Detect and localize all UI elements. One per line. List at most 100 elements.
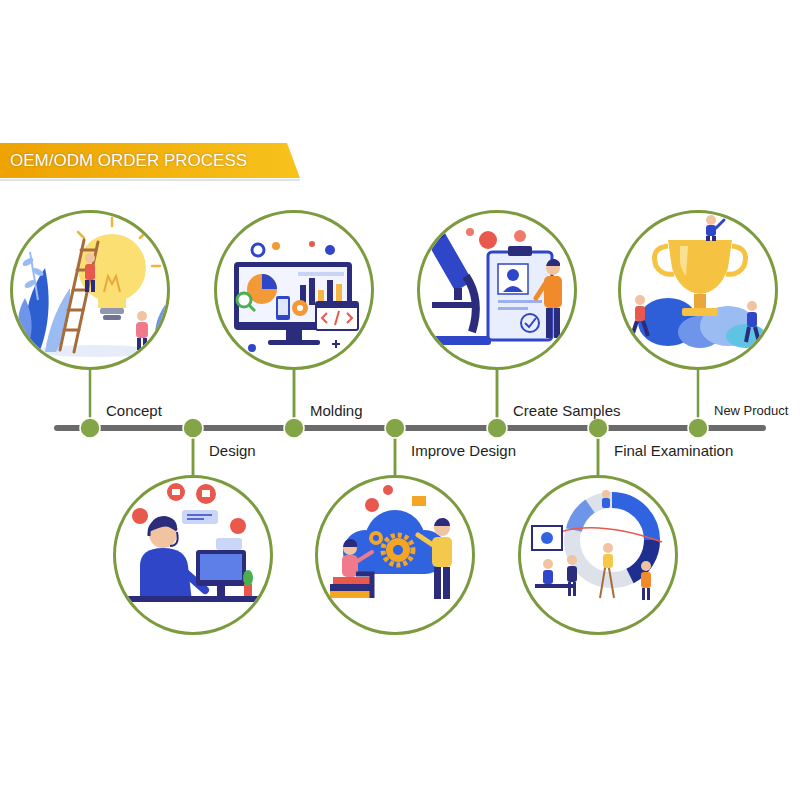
trophy-illustration: [682, 308, 718, 316]
computer-illustration: [309, 241, 315, 247]
timeline-stem: [294, 370, 395, 475]
computer-illustration: [297, 305, 303, 311]
computer-illustration: [332, 340, 340, 348]
sample-illustration: [554, 308, 560, 338]
designer-illustration: [216, 538, 242, 550]
step-circle: Create Samples: [417, 210, 577, 370]
improvement-illustration: [342, 555, 358, 577]
step-label: New Product: [714, 403, 788, 419]
timeline-dot: [385, 418, 405, 438]
idea-illustration: [91, 280, 95, 292]
banner-title: OEM/ODM ORDER PROCESS: [10, 143, 247, 178]
idea-illustration: [103, 315, 121, 320]
timeline-segment: [294, 425, 395, 431]
computer-illustration: [292, 300, 308, 316]
timeline-connector: [395, 370, 497, 475]
computer-illustration: [316, 302, 358, 308]
trophy-illustration: [716, 220, 724, 228]
improvement-illustration: [434, 567, 441, 599]
idea-illustration: [78, 232, 84, 238]
sample-illustration: [425, 228, 562, 345]
idea-illustration: [64, 329, 79, 332]
trophy-illustration: [635, 295, 645, 305]
timeline-stem: [90, 370, 193, 475]
connector-group: [90, 370, 698, 475]
improvement-illustration: [412, 496, 426, 506]
computer-illustration: [298, 272, 344, 276]
sample-illustration: [514, 230, 526, 242]
computer-illustration: [252, 244, 264, 256]
sample-illustration: [503, 286, 523, 292]
idea-illustration: [18, 298, 32, 343]
computer-illustration: [278, 299, 288, 315]
computer-illustration: [272, 242, 280, 250]
review-illustration: [602, 490, 610, 498]
step-circle: Concept: [10, 210, 170, 370]
computer-illustration: [276, 296, 290, 320]
idea-illustration: [85, 264, 95, 280]
review-illustration: [603, 543, 613, 553]
review-illustration: [647, 588, 650, 600]
improvement-illustration: [393, 545, 403, 555]
sample-illustration: [498, 307, 528, 310]
designer-illustration: [132, 508, 148, 524]
review-illustration: [573, 582, 576, 596]
designer-illustration: [170, 532, 178, 546]
idea-illustration: [140, 232, 146, 238]
timeline-connector: [598, 370, 698, 475]
sample-illustration: [454, 288, 462, 300]
timeline-stem: [193, 370, 294, 475]
designer-illustration: [217, 586, 225, 596]
computer-illustration: [316, 302, 358, 330]
trophy-illustration: [668, 240, 732, 294]
idea-illustration: [85, 253, 95, 263]
idea-illustration: [137, 338, 141, 350]
designer-illustration: [167, 483, 185, 501]
trophy-illustration: [706, 225, 716, 236]
idea-illustration: [136, 322, 148, 338]
review-illustration: [567, 566, 577, 582]
trophy-illustration: [643, 321, 648, 336]
timeline-connector: [294, 370, 395, 475]
step-label: Create Samples: [513, 402, 621, 420]
review-illustration: [541, 532, 553, 544]
improvement-illustration: [443, 567, 450, 599]
designer-illustration: [243, 570, 253, 586]
sample-illustration: [425, 336, 491, 345]
improvement-illustration: [330, 591, 374, 598]
idea-illustration: [98, 292, 126, 308]
improvement-illustration: [434, 518, 450, 526]
idea-illustration: [78, 234, 146, 302]
designer-illustration: [182, 510, 218, 524]
idea-illustration: [111, 218, 114, 226]
trophy-illustration: [747, 301, 757, 311]
review-illustration: [612, 500, 652, 540]
trophy-illustration: [680, 246, 688, 276]
timeline-ends: [57, 428, 763, 429]
step-circle: Design: [113, 475, 273, 635]
designer-illustration: [202, 490, 210, 497]
sample-illustration: [488, 252, 552, 340]
trophy-illustration: [694, 294, 706, 310]
timeline-segment: [497, 425, 598, 431]
review-illustration: [543, 559, 553, 569]
improvement-illustration: [369, 531, 383, 545]
sample-illustration: [507, 269, 519, 281]
idea-illustration: [78, 218, 160, 266]
sample-illustration: [544, 276, 562, 308]
improvement-illustration: [373, 535, 379, 541]
trophy-illustration: [635, 306, 645, 321]
idea-illustration: [60, 240, 84, 350]
step-label: Improve Design: [411, 442, 516, 460]
step-circle: Final Examination: [518, 475, 678, 635]
timeline-connector: [90, 370, 193, 475]
designer-illustration: [187, 515, 212, 519]
sample-illustration: [429, 229, 445, 243]
timeline-dot: [588, 418, 608, 438]
idea-illustration: [104, 276, 120, 292]
review-illustration: [543, 570, 553, 584]
idea-illustration: [152, 265, 160, 268]
step-label: Design: [209, 442, 256, 460]
review-illustration: [567, 555, 577, 565]
